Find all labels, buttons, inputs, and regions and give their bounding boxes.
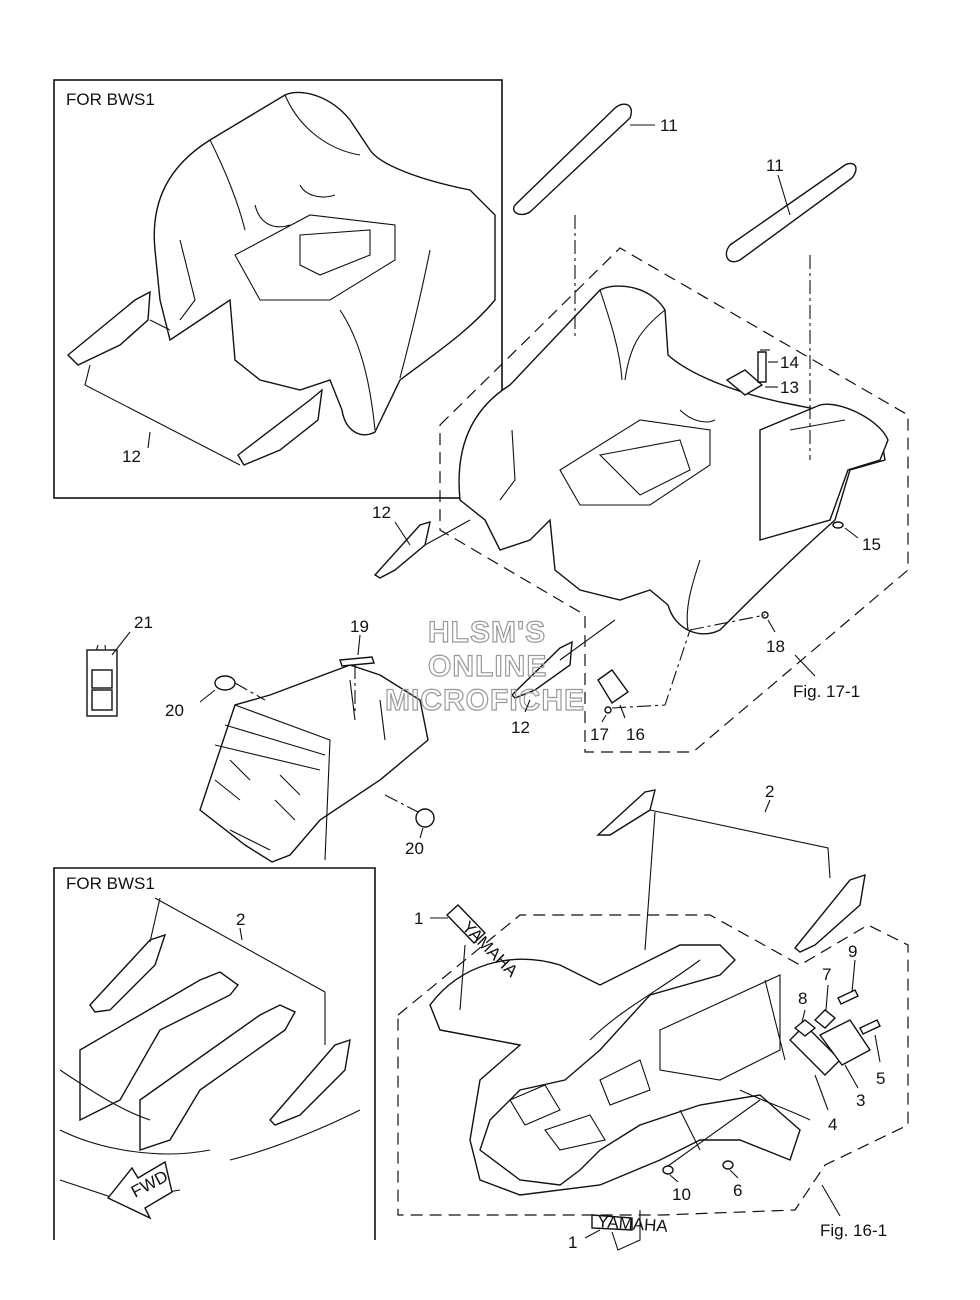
callout-18: 18 xyxy=(766,637,785,656)
plate-8 xyxy=(793,1019,817,1037)
cap-20a xyxy=(214,675,236,691)
callout-5: 5 xyxy=(876,1069,885,1088)
grommet-15 xyxy=(832,521,844,529)
plate-7 xyxy=(813,1009,837,1029)
side-decal-left-inset xyxy=(66,290,151,366)
decal-2-right xyxy=(794,873,866,953)
stripe-decal-11a xyxy=(513,103,632,216)
watermark: HLSM'S ONLINE MICROFICHE xyxy=(384,615,585,717)
nut-6 xyxy=(722,1160,734,1170)
callout-19: 19 xyxy=(350,617,369,636)
fwd-arrow: FWD xyxy=(106,1160,173,1220)
side-decal-12-left xyxy=(373,520,431,579)
callout-20b: 20 xyxy=(405,839,424,858)
callout-10: 10 xyxy=(672,1185,691,1204)
watermark-line2: ONLINE xyxy=(428,650,547,683)
callout-11b: 11 xyxy=(766,156,784,175)
plate-13 xyxy=(725,369,764,396)
front-fender-assembly xyxy=(397,914,909,1216)
inset-bottom-title: FOR BWS1 xyxy=(66,874,155,893)
callout-21: 21 xyxy=(134,613,153,632)
callout-9: 9 xyxy=(848,942,857,961)
bolt-14 xyxy=(757,351,767,383)
fig-ref-17: Fig. 17-1 xyxy=(793,682,860,701)
callout-6: 6 xyxy=(733,1181,742,1200)
callout-12b: 12 xyxy=(372,503,391,522)
stripe-decal-11b xyxy=(725,162,857,263)
callouts: 11 11 12 12 12 13 14 15 16 17 18 19 20 2… xyxy=(111,116,885,1252)
watermark-line3: MICROFICHE xyxy=(385,684,585,717)
callout-7: 7 xyxy=(822,965,831,984)
callout-4: 4 xyxy=(828,1115,837,1134)
watermark-line1: HLSM'S xyxy=(428,616,546,649)
callout-14: 14 xyxy=(780,353,799,372)
reflector-16 xyxy=(597,669,629,704)
inset-top: FOR BWS1 xyxy=(53,79,503,499)
tag-21 xyxy=(86,644,118,717)
inset-bottom: FOR BWS1 FWD xyxy=(53,867,376,1240)
callout-17: 17 xyxy=(590,725,609,744)
callout-2b: 2 xyxy=(236,910,245,929)
yamaha-decal-top xyxy=(445,904,487,944)
callout-1b: 1 xyxy=(568,1233,577,1252)
callout-20a: 20 xyxy=(165,701,184,720)
side-decal-right-inset xyxy=(237,388,323,466)
callout-11a: 11 xyxy=(660,116,678,135)
screw-17 xyxy=(604,706,612,714)
decal-2-left xyxy=(596,789,656,836)
fig-ref-16: Fig. 16-1 xyxy=(820,1221,887,1240)
callout-16: 16 xyxy=(626,725,645,744)
callout-2a: 2 xyxy=(765,782,774,801)
callout-12c: 12 xyxy=(511,718,530,737)
yamaha-decal-bottom xyxy=(591,1214,633,1231)
callout-12a: 12 xyxy=(122,447,141,466)
inner-mudguard xyxy=(199,664,429,863)
callout-1a: 1 xyxy=(414,909,423,928)
callout-3: 3 xyxy=(856,1091,865,1110)
callout-15: 15 xyxy=(862,535,881,554)
side-decal-12-right xyxy=(511,640,573,699)
bolt-9 xyxy=(837,989,859,1005)
bolt-5 xyxy=(859,1019,881,1035)
plate-4 xyxy=(818,1019,872,1066)
yamaha-decal-bottom-text: YAMAHA xyxy=(597,1212,669,1236)
rear-fender-assembly xyxy=(439,247,909,753)
callout-8: 8 xyxy=(798,989,807,1008)
inset-top-title: FOR BWS1 xyxy=(66,90,155,109)
nut-10 xyxy=(662,1165,674,1175)
label-19 xyxy=(339,656,375,667)
callout-13: 13 xyxy=(780,378,799,397)
cap-20b xyxy=(415,808,435,828)
